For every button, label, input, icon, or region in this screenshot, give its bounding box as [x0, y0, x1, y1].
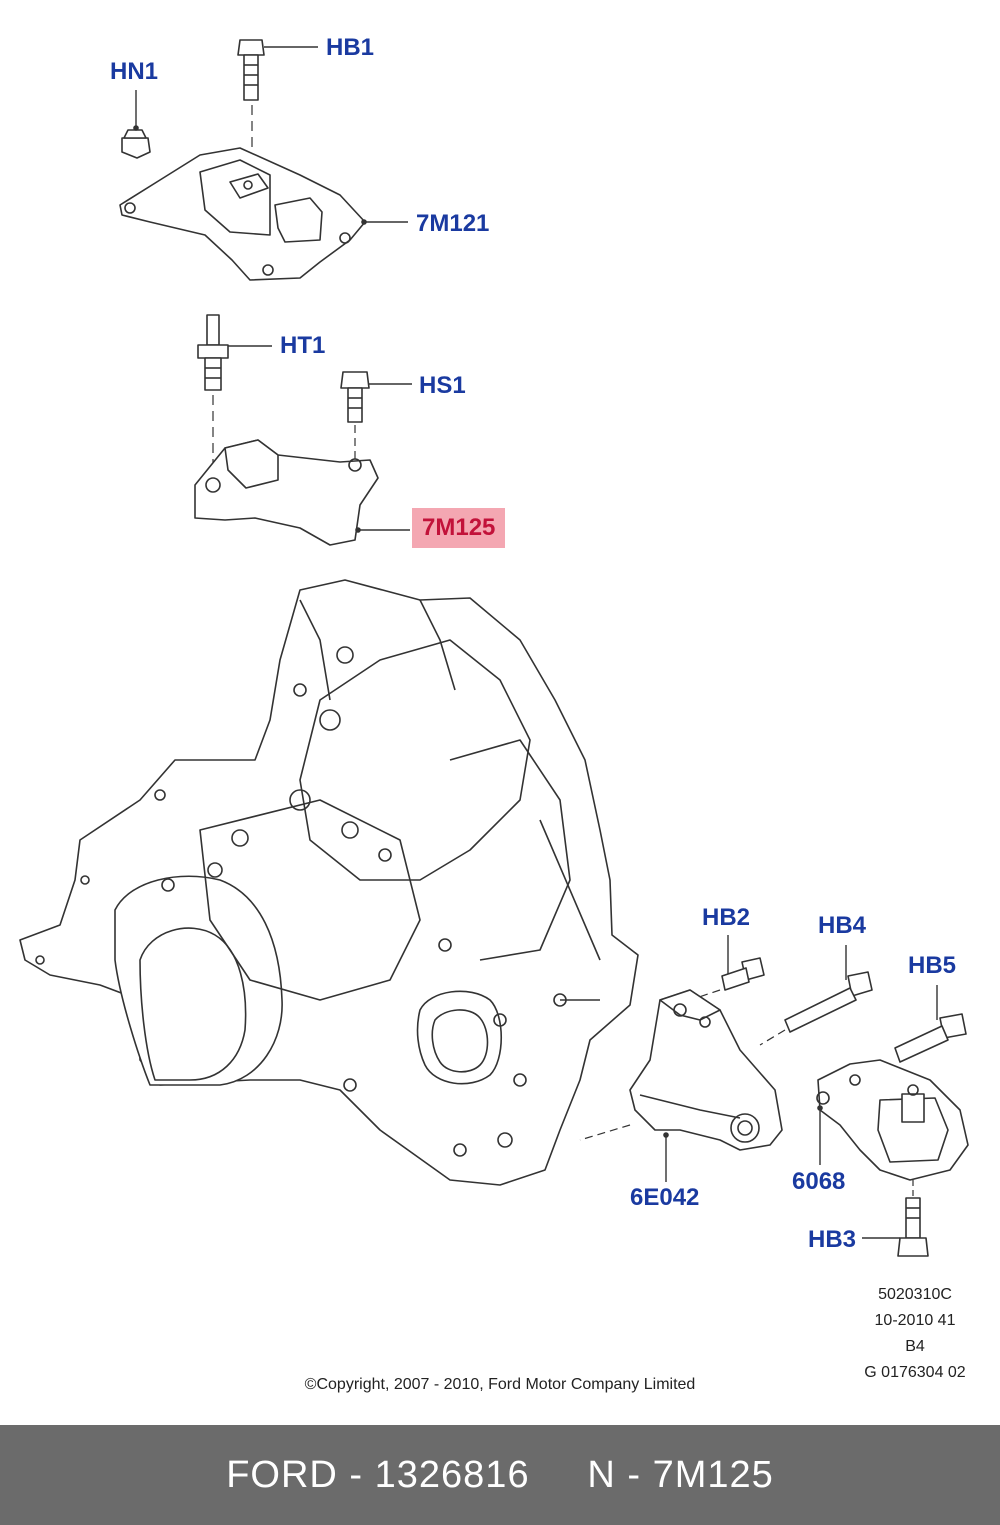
- transmission-housing-drawing: [19, 579, 639, 1186]
- callout-7m125-highlighted[interactable]: 7M125: [412, 508, 506, 548]
- hs1-bolt-drawing: [340, 371, 370, 423]
- callout-hs1[interactable]: HS1: [419, 372, 466, 399]
- callout-7m121[interactable]: 7M121: [416, 210, 490, 237]
- reference-line-2: 10-2010 41: [874, 1312, 956, 1329]
- hn1-nut-drawing: [121, 129, 151, 159]
- copyright-notice: ©Copyright, 2007 - 2010, Ford Motor Comp…: [304, 1376, 696, 1393]
- callout-6068[interactable]: 6068: [792, 1168, 846, 1195]
- 7m125-bracket-drawing: [194, 439, 379, 546]
- diagram-drawing: [19, 39, 969, 1257]
- callout-6e042[interactable]: 6E042: [630, 1184, 700, 1211]
- hb3-bolt-drawing: [897, 1197, 929, 1257]
- reference-line-4: G 0176304 02: [864, 1364, 966, 1381]
- 6e042-bracket-drawing: [629, 989, 783, 1151]
- 6068-mount-drawing: [816, 1059, 969, 1181]
- callout-hn1[interactable]: HN1: [110, 58, 159, 85]
- hb4-bolt-drawing: [784, 971, 873, 1033]
- hb5-bolt-drawing: [894, 1013, 967, 1063]
- callout-hb3[interactable]: HB3: [808, 1226, 857, 1253]
- part-number-caption: FORD - 1326816 N - 7M125: [226, 1453, 774, 1496]
- hb2-bolt-drawing: [721, 957, 765, 991]
- exploded-parts-diagram: HN1 HB1 7M121 HT1 HS1 7M125 HB2 HB4 HB5 …: [19, 34, 985, 1393]
- hb1-bolt-drawing: [237, 39, 265, 101]
- reference-line-1: 5020310C: [878, 1286, 952, 1303]
- callout-hb4[interactable]: HB4: [818, 912, 867, 939]
- callout-hb5[interactable]: HB5: [908, 952, 957, 979]
- callout-ht1[interactable]: HT1: [280, 332, 326, 359]
- reference-line-3: B4: [905, 1338, 925, 1355]
- footer-bar: FORD - 1326816 N - 7M125: [0, 1425, 1000, 1525]
- callout-hb1[interactable]: HB1: [326, 34, 375, 61]
- callout-hb2[interactable]: HB2: [702, 904, 751, 931]
- ht1-stud-drawing: [197, 314, 229, 391]
- 7m121-mount-drawing: [119, 147, 366, 281]
- diagram-reference-code: 5020310C 10-2010 41 B4 G 0176304 02: [845, 1282, 985, 1386]
